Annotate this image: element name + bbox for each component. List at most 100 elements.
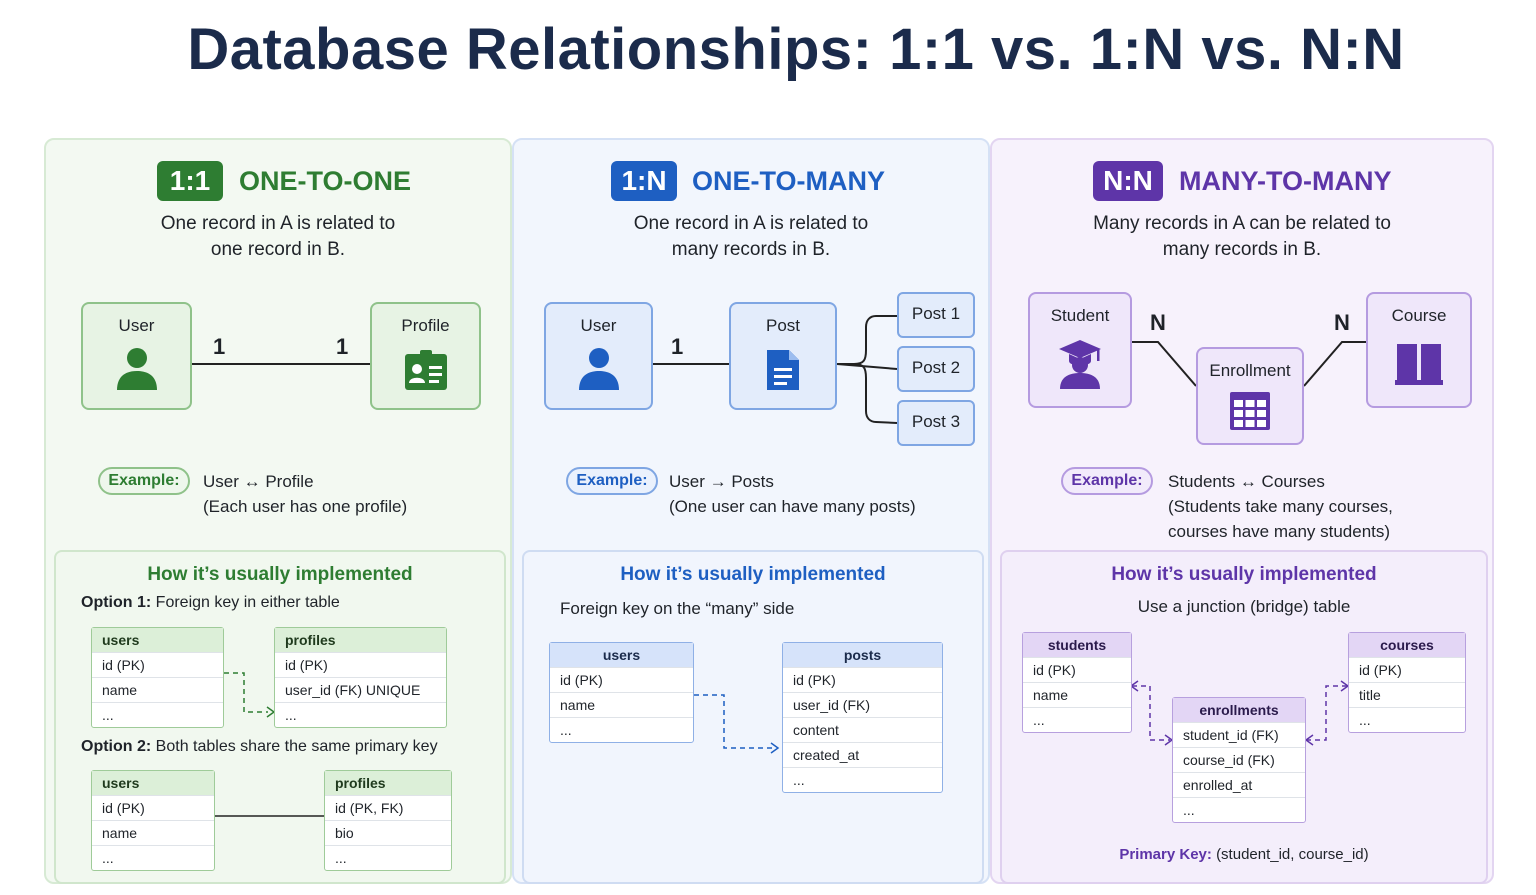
table-row: id (PK) bbox=[92, 795, 214, 820]
book-icon bbox=[1395, 344, 1443, 385]
description-line: One record in A is related to bbox=[633, 213, 869, 234]
primary-key-label: Primary Key: bbox=[1119, 846, 1212, 863]
example-line: Students ↔ Courses bbox=[1168, 472, 1325, 491]
enrollments-table: enrollments student_id (FK) course_id (F… bbox=[1172, 697, 1306, 823]
cardinality-a: N bbox=[1150, 310, 1166, 335]
table-header: students bbox=[1023, 633, 1131, 657]
entity-label: Enrollment bbox=[1209, 361, 1291, 380]
cardinality-a: 1 bbox=[213, 334, 226, 359]
one-to-one-badge: 1:1 bbox=[157, 161, 223, 201]
table-row: name bbox=[1023, 682, 1131, 707]
table-row: user_id (FK) bbox=[783, 692, 942, 717]
table-row: student_id (FK) bbox=[1173, 722, 1305, 747]
example-line: User → Posts bbox=[669, 472, 774, 491]
id-card-icon bbox=[404, 350, 447, 390]
implementation-subtitle: Foreign key on the “many” side bbox=[560, 599, 795, 618]
table-row: ... bbox=[783, 767, 942, 792]
implementation-title: How it’s usually implemented bbox=[147, 564, 413, 585]
many-to-many-panel: N:N MANY-TO-MANY Many records in A can b… bbox=[990, 138, 1494, 884]
option-label: Option 2: bbox=[81, 738, 152, 755]
table-row: id (PK) bbox=[1023, 657, 1131, 682]
option-text: Foreign key in either table bbox=[155, 594, 340, 611]
description-line: Many records in A can be related to bbox=[1093, 213, 1391, 234]
description-line: one record in B. bbox=[210, 239, 346, 260]
entity-label: Profile bbox=[401, 316, 450, 335]
many-to-many-heading: MANY-TO-MANY bbox=[1179, 166, 1392, 196]
user-entity: User bbox=[81, 302, 192, 410]
option-2-caption: Option 2: Both tables share the same pri… bbox=[81, 738, 438, 756]
entity-label: User bbox=[118, 316, 155, 335]
entity-label: User bbox=[580, 316, 617, 335]
cardinality-b: 1 bbox=[336, 334, 349, 359]
table-row: title bbox=[1349, 682, 1465, 707]
one-to-one-heading: ONE-TO-ONE bbox=[239, 166, 412, 196]
table-row: name bbox=[550, 692, 693, 717]
users-table: users id (PK) name ... bbox=[91, 627, 224, 728]
description-line: many records in B. bbox=[1162, 239, 1322, 260]
one-to-many-heading: ONE-TO-MANY bbox=[692, 166, 885, 196]
student-icon bbox=[1059, 340, 1101, 389]
example-pill: Example: bbox=[1061, 467, 1153, 495]
description-line: many records in B. bbox=[671, 239, 831, 260]
users-table: users id (PK) name ... bbox=[549, 642, 694, 743]
post-entity: Post bbox=[729, 302, 837, 410]
table-row: content bbox=[783, 717, 942, 742]
implementation-subtitle: Use a junction (bridge) table bbox=[1137, 597, 1351, 616]
document-icon bbox=[767, 350, 799, 390]
example-line: (One user can have many posts) bbox=[669, 497, 916, 516]
table-header: users bbox=[550, 643, 693, 667]
entity-label: Course bbox=[1391, 306, 1447, 325]
cardinality-b: N bbox=[1334, 310, 1350, 335]
table-row: id (PK) bbox=[783, 667, 942, 692]
table-header: profiles bbox=[275, 628, 446, 652]
course-entity: Course bbox=[1366, 292, 1472, 408]
table-row: ... bbox=[1349, 707, 1465, 732]
one-to-one-implementation: How it’s usually implemented Option 1: F… bbox=[54, 550, 506, 884]
post-item: Post 3 bbox=[897, 400, 975, 446]
table-row: id (PK, FK) bbox=[325, 795, 451, 820]
table-row: user_id (FK) UNIQUE bbox=[275, 677, 446, 702]
table-row: ... bbox=[275, 702, 446, 727]
table-row: ... bbox=[1173, 797, 1305, 822]
many-to-many-description: Many records in A can be related to many… bbox=[992, 211, 1492, 263]
post-item: Post 2 bbox=[897, 346, 975, 392]
profiles-table: profiles id (PK) user_id (FK) UNIQUE ... bbox=[274, 627, 447, 728]
example-line: courses have many students) bbox=[1168, 522, 1391, 541]
example-text: Students ↔ Courses (Students take many c… bbox=[1168, 469, 1393, 544]
option-label: Option 1: bbox=[81, 594, 152, 611]
example-line: (Students take many courses, bbox=[1168, 497, 1393, 516]
table-row: ... bbox=[92, 702, 223, 727]
table-header: users bbox=[92, 771, 214, 795]
example-pill: Example: bbox=[566, 467, 658, 495]
option-text: Both tables share the same primary key bbox=[155, 738, 438, 755]
primary-key-note: Primary Key: (student_id, course_id) bbox=[1002, 846, 1486, 863]
table-header: enrollments bbox=[1173, 698, 1305, 722]
one-to-many-description: One record in A is related to many recor… bbox=[514, 211, 988, 263]
one-to-many-implementation: How it’s usually implemented Foreign key… bbox=[522, 550, 984, 884]
implementation-title: How it’s usually implemented bbox=[620, 564, 886, 585]
table-row: ... bbox=[92, 845, 214, 870]
table-row: ... bbox=[1023, 707, 1131, 732]
users-table: users id (PK) name ... bbox=[91, 770, 215, 871]
table-row: ... bbox=[325, 845, 451, 870]
table-row: id (PK) bbox=[550, 667, 693, 692]
table-row: name bbox=[92, 677, 223, 702]
example-text: User ↔ Profile (Each user has one profil… bbox=[203, 469, 407, 519]
example-line: User ↔ Profile bbox=[203, 472, 314, 491]
table-header: courses bbox=[1349, 633, 1465, 657]
example-pill: Example: bbox=[98, 467, 190, 495]
user-icon bbox=[578, 348, 619, 390]
description-line: One record in A is related to bbox=[160, 213, 396, 234]
user-entity: User bbox=[544, 302, 653, 410]
example-line: (Each user has one profile) bbox=[203, 497, 408, 516]
option-1-caption: Option 1: Foreign key in either table bbox=[81, 594, 340, 612]
courses-table: courses id (PK) title ... bbox=[1348, 632, 1466, 733]
implementation-title: How it’s usually implemented bbox=[1111, 564, 1377, 585]
entity-label: Post bbox=[765, 316, 801, 335]
table-header: posts bbox=[783, 643, 942, 667]
table-row: enrolled_at bbox=[1173, 772, 1305, 797]
user-icon bbox=[116, 348, 157, 390]
table-row: id (PK) bbox=[1349, 657, 1465, 682]
table-header: profiles bbox=[325, 771, 451, 795]
posts-table: posts id (PK) user_id (FK) content creat… bbox=[782, 642, 943, 793]
